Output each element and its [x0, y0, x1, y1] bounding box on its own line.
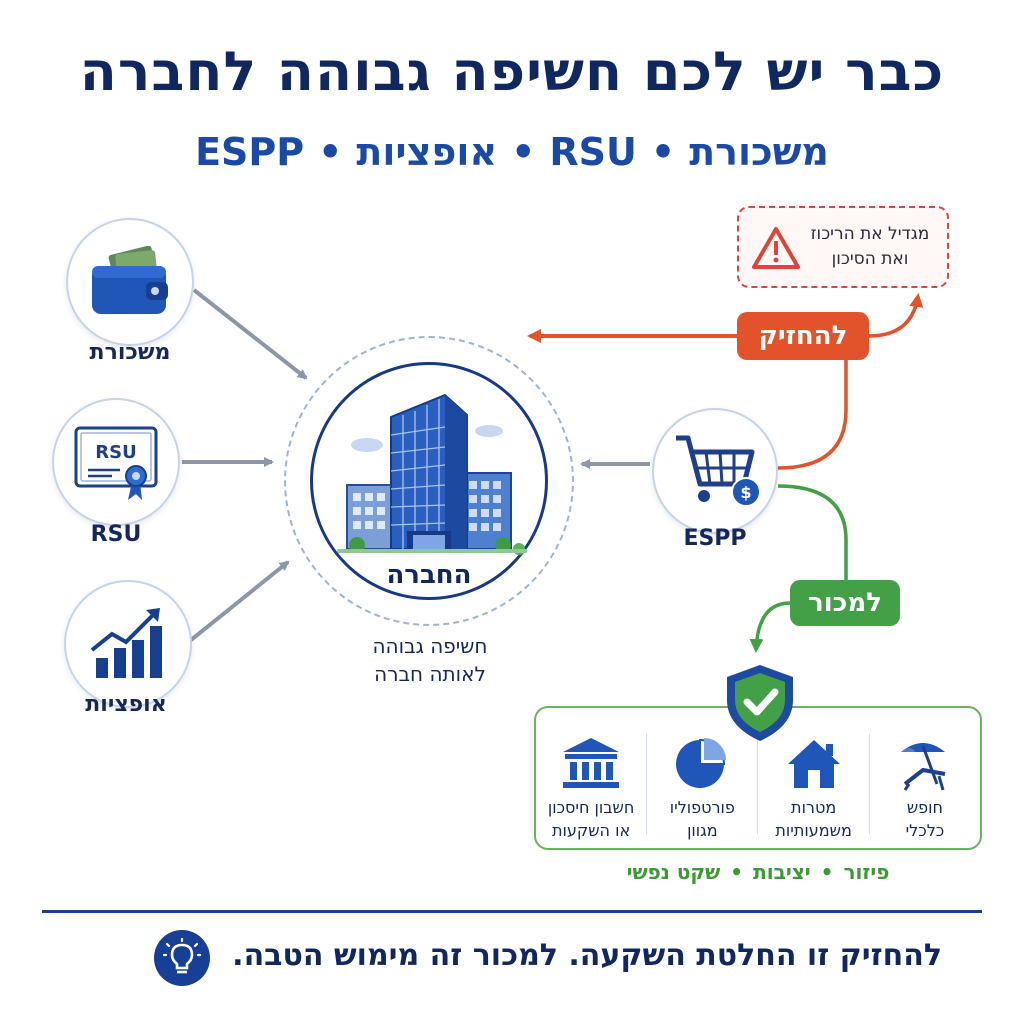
option-label-line1: פורטפוליו — [669, 798, 735, 817]
option-label-line1: חשבון חיסכון — [547, 798, 635, 817]
warning-line1: מגדיל את הריכוז — [810, 224, 930, 244]
salary-label: משכורת — [89, 340, 171, 365]
benefit-separator: • — [820, 860, 834, 884]
bank-icon — [563, 738, 620, 788]
page-title: כבר יש לכם חשיפה גבוהה לחברה — [79, 40, 945, 103]
subtitle-separator: • — [650, 130, 676, 174]
option-beach-chair: חופש כלכלי — [870, 734, 980, 842]
footer-text: להחזיק זו החלטת השקעה. למכור זה מימוש הט… — [232, 938, 942, 973]
subtitle-item-options: אופציות — [356, 130, 498, 174]
benefit-item: פיזור — [843, 860, 890, 884]
option-label-line2: מגוון — [687, 821, 718, 840]
rsu-circle: RSU — [52, 398, 180, 526]
warning-triangle-icon — [752, 227, 800, 269]
hold-path — [777, 360, 848, 470]
company-note: חשיפה גבוהה לאותה חברה — [330, 632, 530, 688]
subtitle-item-espp: ESPP — [195, 130, 305, 174]
growth-chart-icon — [90, 608, 162, 678]
option-divider — [646, 734, 648, 834]
option-house: מטרות משמעותיות — [759, 734, 869, 842]
shopping-cart-dollar-icon: $ — [676, 435, 761, 507]
company-note-line1: חשיפה גבוהה — [372, 634, 488, 658]
salary-circle — [66, 218, 194, 346]
svg-text:$: $ — [740, 483, 751, 502]
warning-text: מגדיל את הריכוז ואת הסיכון — [800, 222, 940, 272]
benefit-item: שקט נפשי — [626, 860, 721, 884]
option-label-line2: או השקעות — [551, 821, 631, 840]
pie-chart-icon — [676, 738, 727, 788]
options-circle — [64, 580, 192, 708]
espp-circle: $ — [652, 408, 778, 534]
house-icon — [787, 740, 840, 788]
arrow-options-to-company — [184, 560, 290, 646]
company-circle — [310, 362, 548, 600]
sell-badge: למכור — [790, 580, 900, 626]
subtitle-item-salary: משכורת — [689, 130, 829, 174]
option-divider — [757, 734, 759, 834]
benefit-item: יציבות — [753, 860, 811, 884]
footer-divider — [42, 910, 982, 913]
benefit-separator: • — [730, 860, 744, 884]
company-label: החברה — [386, 560, 472, 590]
option-divider — [868, 734, 870, 834]
option-label-line2: משמעותיות — [775, 821, 852, 840]
hold-badge: להחזיק — [737, 312, 869, 360]
beach-chair-icon — [900, 743, 946, 791]
subtitle-item-rsu: RSU — [549, 130, 637, 174]
options-label: אופציות — [85, 692, 167, 717]
warning-line2: ואת הסיכון — [831, 249, 909, 269]
benefits-row: פיזור • יציבות • שקט נפשי — [534, 860, 982, 884]
rsu-label: RSU — [90, 522, 142, 547]
wallet-icon — [92, 246, 168, 314]
option-label-line2: כלכלי — [905, 821, 945, 840]
sell-arrow-to-options — [749, 601, 791, 653]
rsu-certificate-text: RSU — [95, 442, 136, 463]
company-outer-ring — [284, 336, 574, 626]
page-subtitle: משכורת • RSU • אופציות • ESPP — [0, 130, 1024, 174]
certificate-icon: RSU — [74, 426, 158, 500]
option-label-line1: מטרות — [791, 798, 837, 817]
warning-box — [737, 206, 949, 288]
shield-check-icon — [727, 665, 793, 741]
option-pie-chart: פורטפוליו מגוון — [647, 734, 757, 842]
lightbulb-icon — [162, 938, 202, 974]
sell-options-box: חופש כלכלי מטרות משמעותיות פורטפוליו מגו… — [534, 706, 982, 850]
subtitle-separator: • — [318, 130, 343, 174]
sell-path — [777, 484, 848, 580]
option-bank: חשבון חיסכון או השקעות — [536, 734, 646, 842]
espp-label: ESPP — [683, 526, 747, 551]
option-label-line1: חופש — [906, 798, 943, 817]
office-building-icon — [337, 393, 527, 555]
company-note-line2: לאותה חברה — [374, 662, 486, 686]
arrow-salary-to-company — [192, 288, 308, 380]
hold-arrow-to-warning — [868, 293, 924, 338]
subtitle-separator: • — [511, 130, 536, 174]
footer-bulb-badge — [154, 930, 210, 986]
